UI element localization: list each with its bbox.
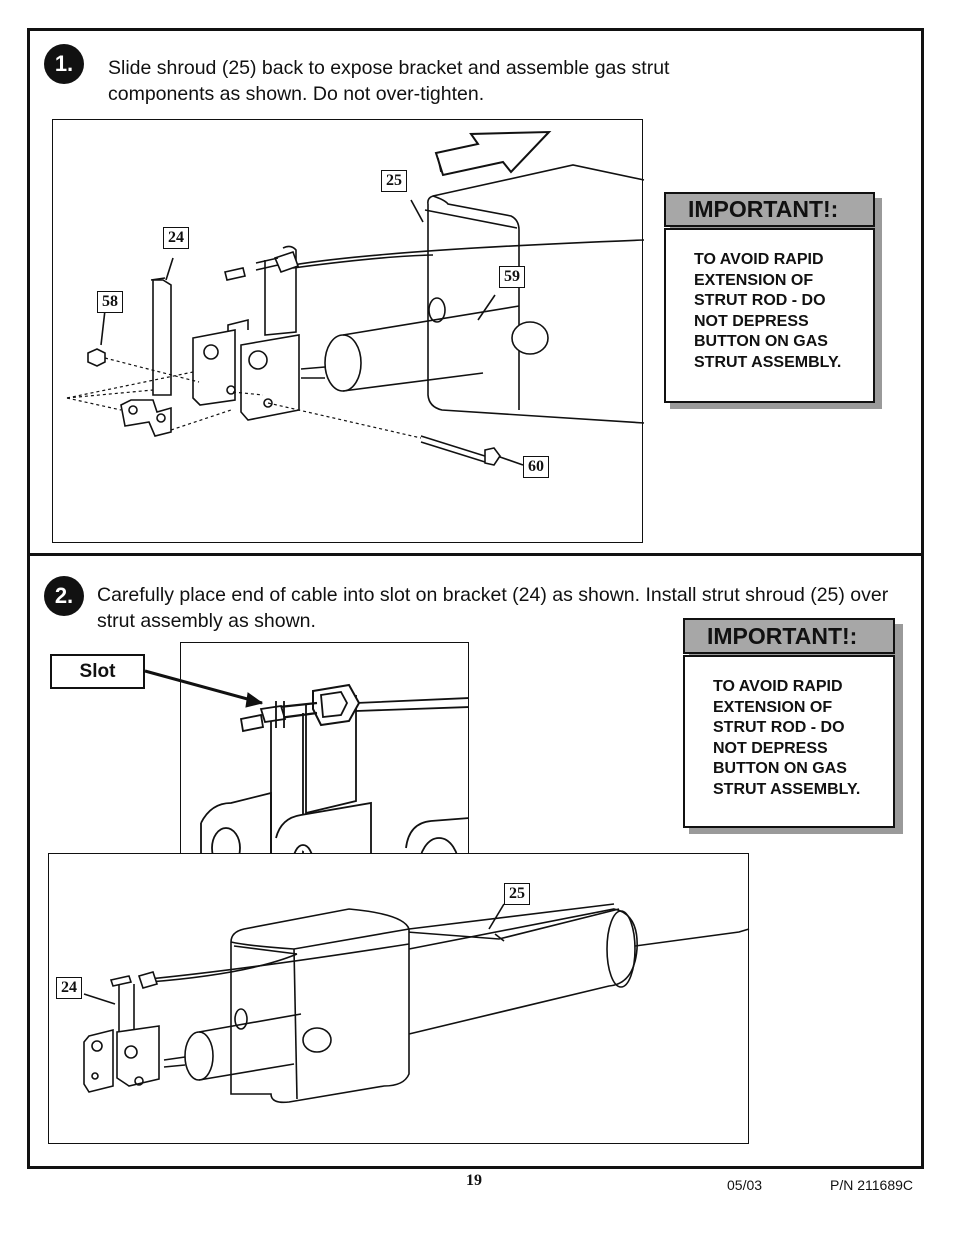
callout-59: 59: [499, 266, 525, 288]
callout-58: 58: [97, 291, 123, 313]
step-divider: [27, 553, 924, 556]
page-frame: [27, 28, 924, 1169]
step1-instructions: Slide shroud (25) back to expose bracket…: [108, 57, 670, 105]
assembly-drawing: [83, 903, 750, 1104]
part-number: P/N 211689C: [830, 1177, 914, 1193]
step2-badge: 2.: [44, 576, 84, 616]
notice-title: IMPORTANT!:: [664, 192, 875, 227]
step1-important-notice: IMPORTANT!: TO AVOID RAPID EXTENSION OF …: [664, 192, 882, 409]
revision-date: 05/03: [727, 1177, 763, 1193]
slot-label: Slot: [50, 654, 145, 689]
callout-24: 24: [163, 227, 189, 249]
step2-important-notice: IMPORTANT!: TO AVOID RAPID EXTENSION OF …: [683, 618, 903, 834]
step1-illustration: 25 24 58 59 60: [52, 119, 645, 543]
step2-detail-inset: [180, 642, 469, 882]
notice-body: TO AVOID RAPID EXTENSION OF STRUT ROD - …: [683, 655, 895, 828]
step2-instructions: Carefully place end of cable into slot o…: [97, 584, 889, 632]
detail-drawing: [200, 683, 468, 881]
notice-body: TO AVOID RAPID EXTENSION OF STRUT ROD - …: [664, 228, 875, 403]
step1-badge: 1.: [44, 44, 84, 84]
step1-drawing: [66, 130, 645, 466]
callout-60: 60: [523, 456, 549, 478]
step2-illustration: 25 24: [48, 853, 750, 1144]
notice-title: IMPORTANT!:: [683, 618, 895, 654]
page-number: 19: [466, 1172, 482, 1189]
direction-arrow: [434, 130, 552, 177]
callout-25: 25: [381, 170, 407, 192]
callout-24: 24: [56, 977, 82, 999]
callout-25: 25: [504, 883, 530, 905]
